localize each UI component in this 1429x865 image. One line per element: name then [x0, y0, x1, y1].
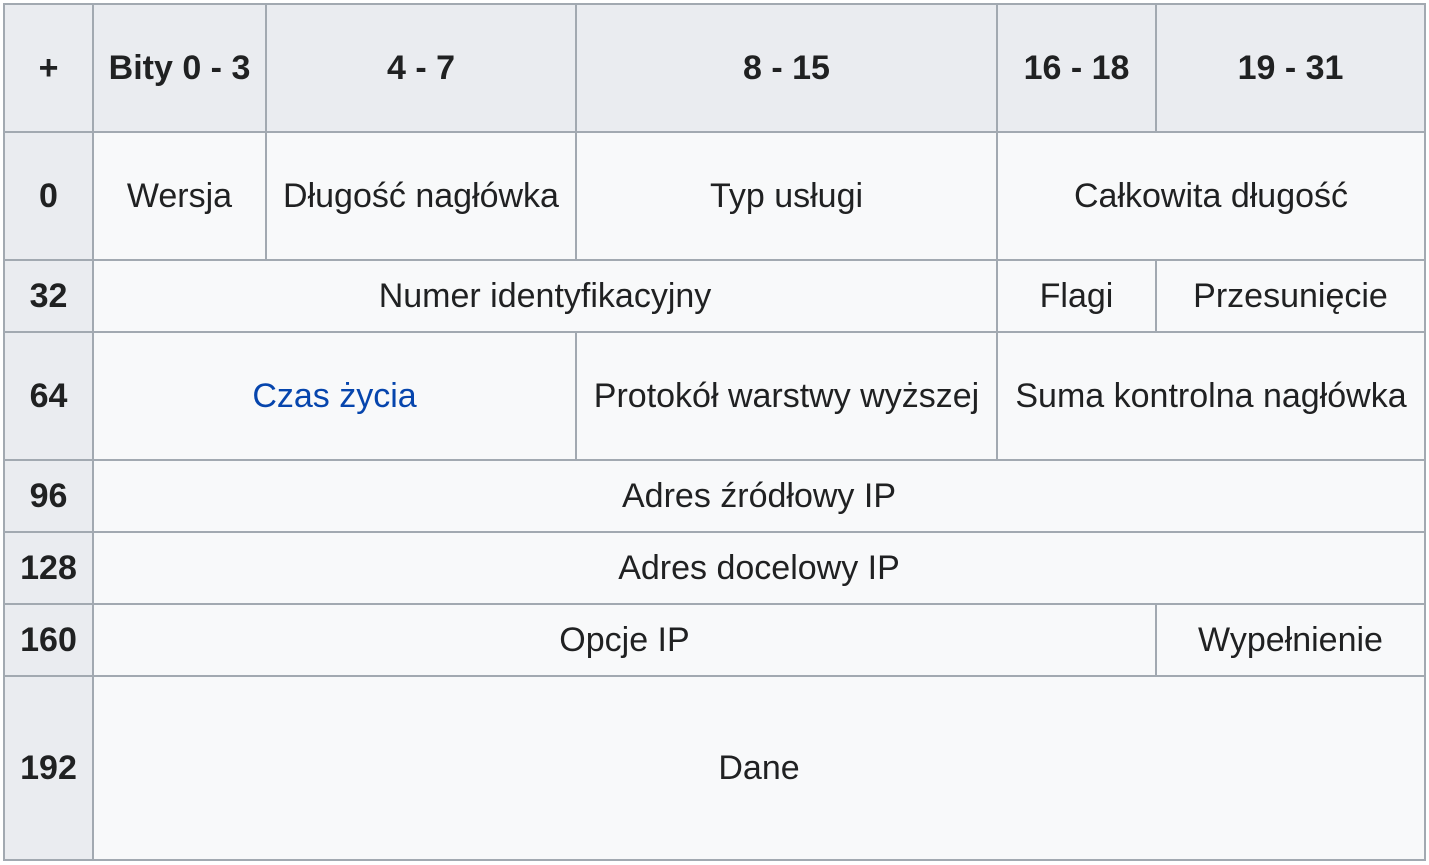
table-row: 192 Dane	[3, 675, 1426, 861]
field-protocol: Protokół warstwy wyższej	[575, 331, 998, 461]
field-fragment-offset: Przesunięcie	[1155, 259, 1426, 333]
field-flags: Flagi	[996, 259, 1157, 333]
row-offset-header: 192	[3, 675, 94, 861]
column-header-bits-0-3: Bity 0 - 3	[92, 3, 267, 133]
table-row: 32 Numer identyfikacyjny Flagi Przesunię…	[3, 259, 1426, 333]
ipv4-header-table: + Bity 0 - 3 4 - 7 8 - 15 16 - 18 19 - 3…	[3, 3, 1426, 861]
row-offset-header: 96	[3, 459, 94, 533]
field-identification: Numer identyfikacyjny	[92, 259, 998, 333]
table-row: 0 Wersja Długość nagłówka Typ usługi Cał…	[3, 131, 1426, 261]
row-offset-header: 160	[3, 603, 94, 677]
table-row: 160 Opcje IP Wypełnienie	[3, 603, 1426, 677]
field-padding: Wypełnienie	[1155, 603, 1426, 677]
row-offset-header: 32	[3, 259, 94, 333]
field-header-checksum: Suma kontrolna nagłówka	[996, 331, 1426, 461]
corner-header: +	[3, 3, 94, 133]
field-header-length: Długość nagłówka	[265, 131, 577, 261]
field-service-type: Typ usługi	[575, 131, 998, 261]
column-header-bits-8-15: 8 - 15	[575, 3, 998, 133]
field-source-address: Adres źródłowy IP	[92, 459, 1426, 533]
table-row: 96 Adres źródłowy IP	[3, 459, 1426, 533]
field-options: Opcje IP	[92, 603, 1157, 677]
column-header-bits-19-31: 19 - 31	[1155, 3, 1426, 133]
row-offset-header: 64	[3, 331, 94, 461]
row-offset-header: 0	[3, 131, 94, 261]
table-row: 128 Adres docelowy IP	[3, 531, 1426, 605]
column-header-bits-4-7: 4 - 7	[265, 3, 577, 133]
field-destination-address: Adres docelowy IP	[92, 531, 1426, 605]
table-container: + Bity 0 - 3 4 - 7 8 - 15 16 - 18 19 - 3…	[3, 3, 1426, 861]
field-data: Dane	[92, 675, 1426, 861]
field-version: Wersja	[92, 131, 267, 261]
table-row: 64 Czas życia Protokół warstwy wyższej S…	[3, 331, 1426, 461]
row-offset-header: 128	[3, 531, 94, 605]
field-ttl-link[interactable]: Czas życia	[92, 331, 577, 461]
field-total-length: Całkowita długość	[996, 131, 1426, 261]
table-header-row: + Bity 0 - 3 4 - 7 8 - 15 16 - 18 19 - 3…	[3, 3, 1426, 133]
column-header-bits-16-18: 16 - 18	[996, 3, 1157, 133]
